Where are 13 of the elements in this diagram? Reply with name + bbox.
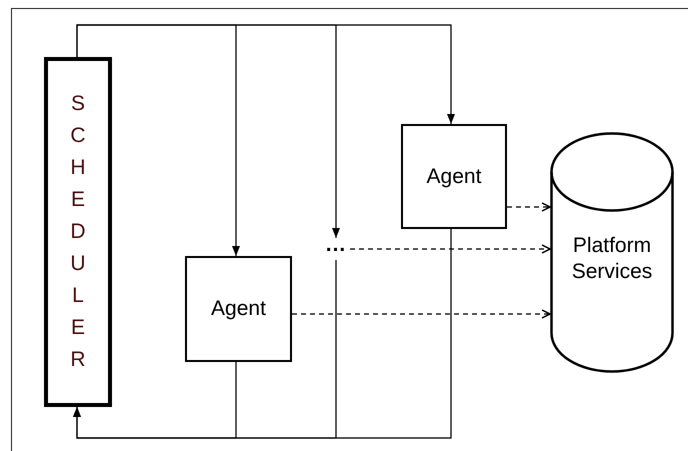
node-label: Agent xyxy=(426,164,482,190)
vertical-label: SCHEDULER xyxy=(69,91,87,373)
dashed-arrow xyxy=(507,202,551,212)
scheduler-box xyxy=(44,57,112,407)
node-label: Agent xyxy=(211,296,266,322)
arrow xyxy=(76,24,340,238)
dashed-arrow xyxy=(350,244,551,254)
node-label: Platform Services xyxy=(570,233,654,284)
arrow xyxy=(73,260,337,439)
agent-box xyxy=(185,256,292,362)
ellipsis-text: ... xyxy=(326,232,346,258)
dashed-arrow xyxy=(292,309,551,319)
agent-box xyxy=(401,124,507,229)
